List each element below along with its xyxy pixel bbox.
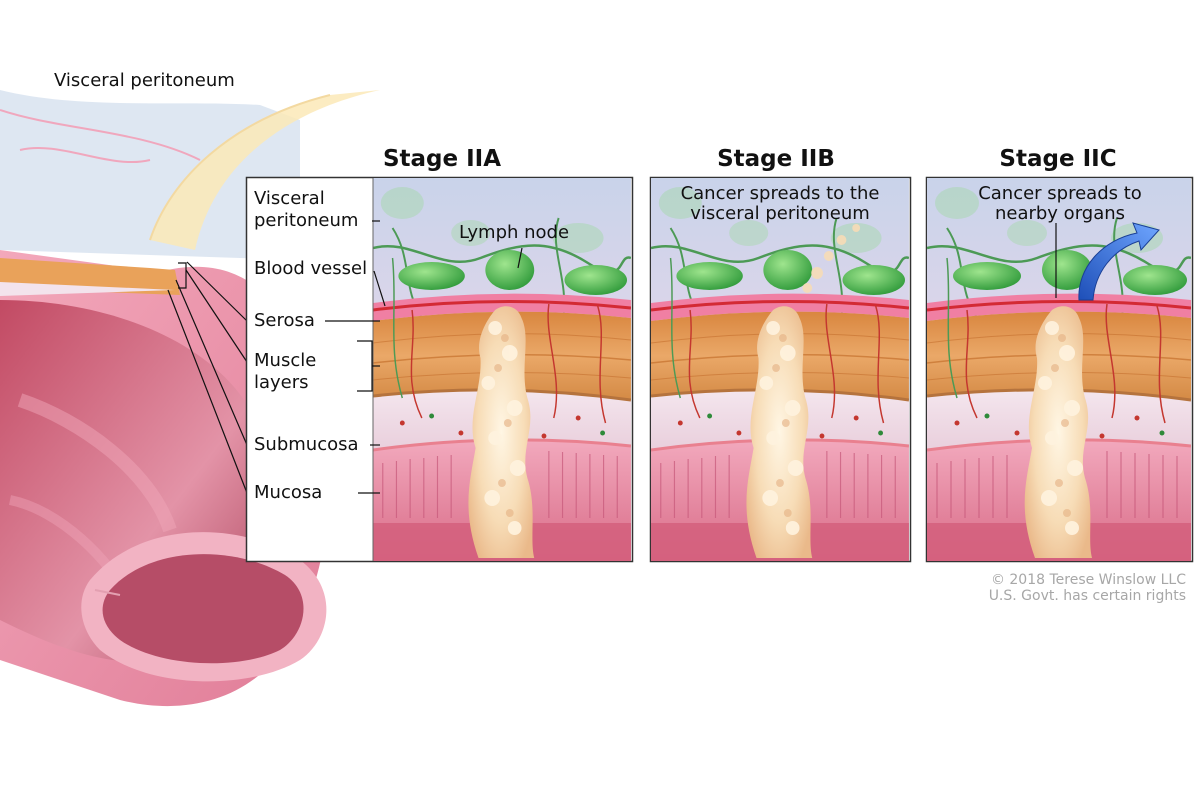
credit-line1: © 2018 Terese Winslow LLC: [990, 572, 1186, 588]
stage-iic-callout: Cancer spreads to nearby organs: [960, 184, 1160, 224]
submucosa-label: Submucosa: [254, 434, 359, 455]
serosa-label: Serosa: [254, 310, 315, 331]
colon-illustration: [0, 90, 380, 707]
muscle-label-line2: layers: [254, 372, 309, 393]
stage-iib-callout: Cancer spreads to the visceral peritoneu…: [651, 184, 909, 224]
main-visceral-label: Visceral peritoneum: [54, 70, 235, 91]
panel-iic-tissue: [927, 178, 1191, 561]
blood-vessel-label: Blood vessel: [254, 258, 368, 279]
visceral-label-line2: peritoneum: [254, 210, 359, 231]
lymph-node-label: Lymph node: [459, 222, 570, 243]
muscle-label-line1: Muscle: [254, 350, 317, 371]
stage-iib-callout-line1: Cancer spreads to the: [680, 183, 880, 204]
stage-iic-callout-line2: nearby organs: [994, 203, 1126, 224]
credit-line2: U.S. Govt. has certain rights: [988, 588, 1186, 604]
stage-iic-title: Stage IIC: [999, 146, 1117, 172]
mucosa-label: Mucosa: [254, 482, 323, 503]
visceral-label-line1: Visceral: [254, 188, 325, 209]
stage-iib-title: Stage IIB: [717, 146, 835, 172]
stage-iib-callout-line2: visceral peritoneum: [690, 203, 870, 224]
stage-iia-title: Stage IIA: [382, 146, 502, 172]
stage-iic-callout-line1: Cancer spreads to: [978, 183, 1142, 204]
leader-lines: [167, 261, 248, 494]
panel-iib-tissue: [651, 178, 909, 561]
